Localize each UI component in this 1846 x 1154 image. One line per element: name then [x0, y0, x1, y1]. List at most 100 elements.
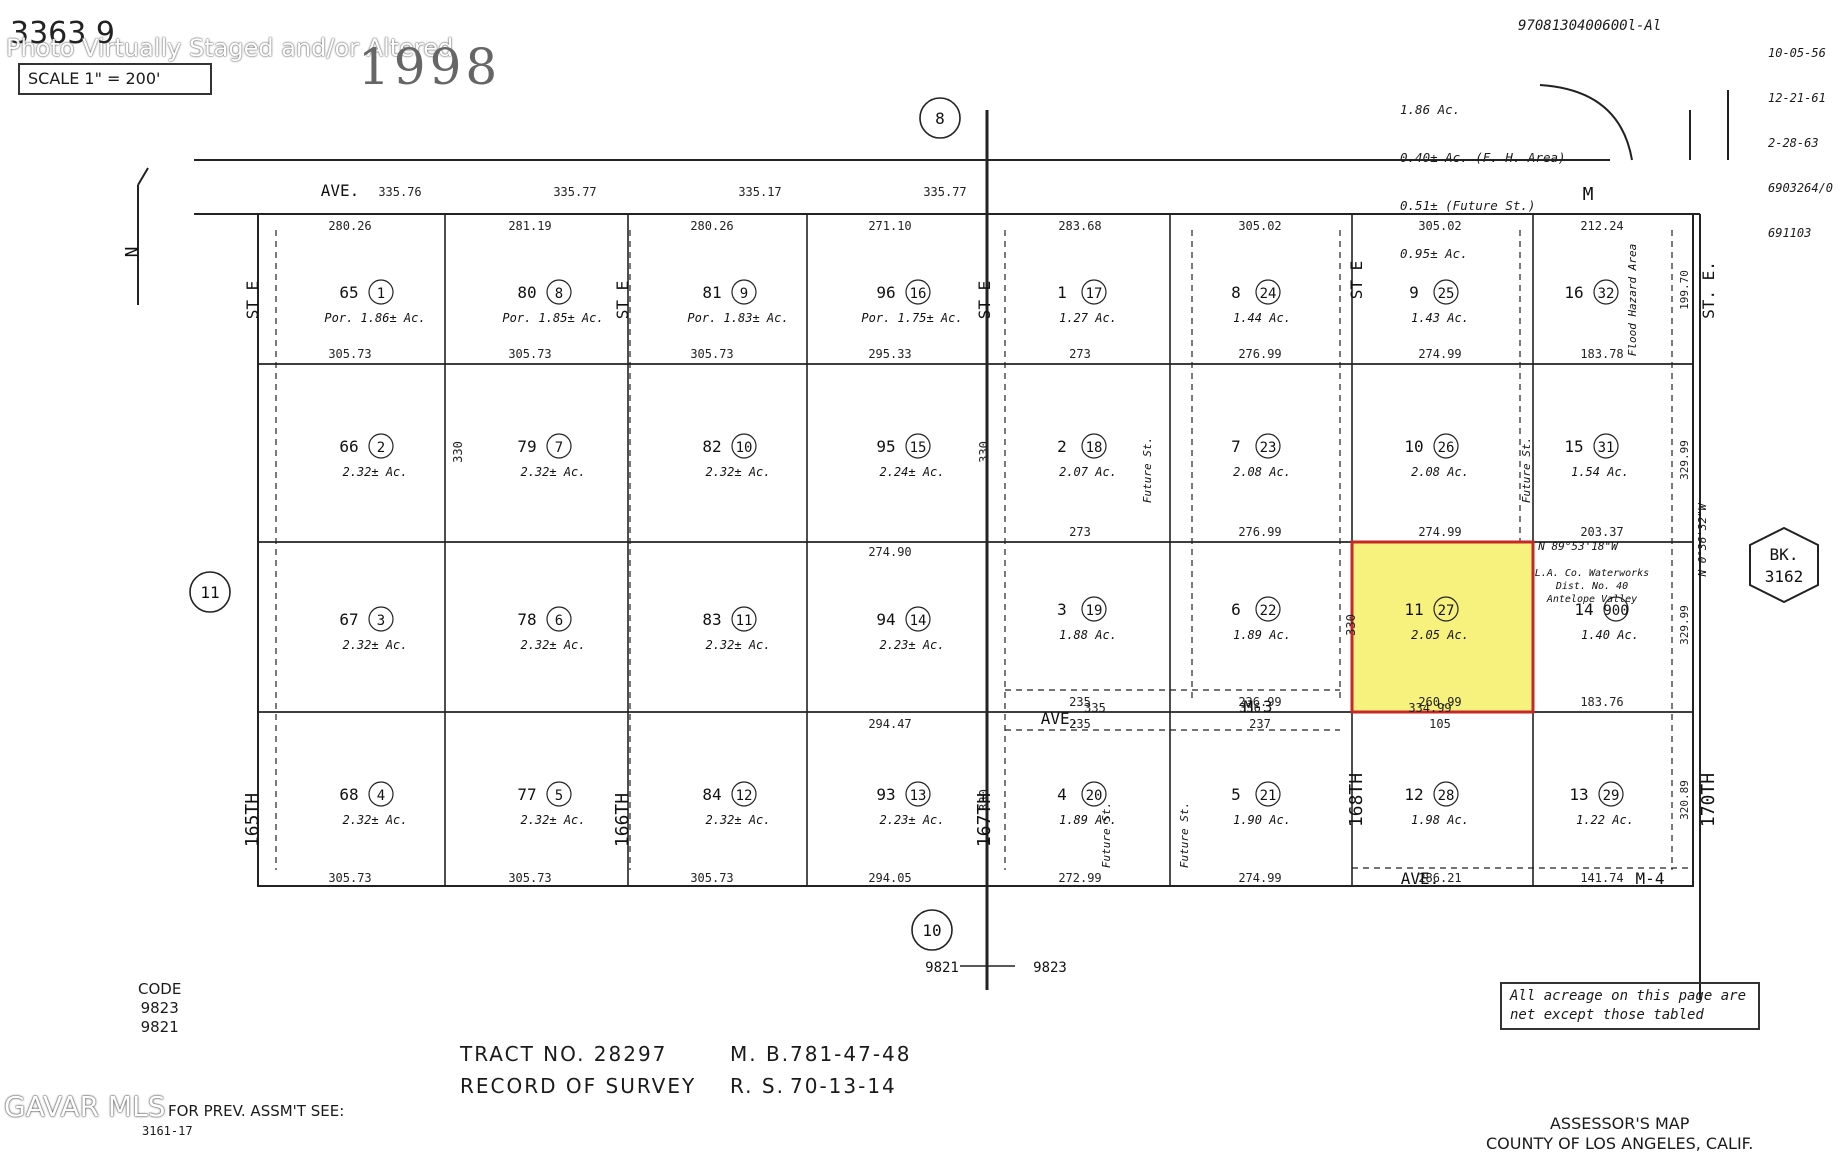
parcel-area: 1.89 Ac.: [1059, 813, 1117, 827]
top-reference-number: 9708130400600l-Al: [1518, 18, 1662, 34]
circle-top-label: 8: [935, 109, 945, 128]
street-m3-label: M-3: [1244, 697, 1273, 716]
row4-bottom-dimension: 305.73: [328, 871, 371, 885]
row1-bottom-dimension: 305.73: [690, 347, 733, 361]
row3-top-dimension: 274.90: [868, 545, 911, 559]
highlighted-parcel-fill[interactable]: [1350, 540, 1535, 714]
parcel-area: Por. 1.85± Ac.: [502, 311, 603, 325]
row4-top-dimension: 237: [1249, 717, 1271, 731]
map-year: 1998: [358, 38, 502, 96]
parcel-number-circle: [1255, 433, 1281, 459]
parcel-number-circle: [1598, 781, 1624, 807]
parcel-lot-number: 80: [517, 283, 536, 302]
parcel-area: 1.89 Ac.: [1233, 628, 1291, 642]
parcel-number: 26: [1438, 440, 1455, 456]
parcel-area: 2.08 Ac.: [1233, 465, 1291, 479]
parcel-number: 8: [555, 286, 563, 302]
parcel-area: 2.32± Ac.: [520, 638, 585, 652]
circle-left-label: 11: [200, 583, 219, 602]
parcel-lot-number: 3: [1057, 600, 1067, 619]
row2-bottom-dimension: 203.37: [1580, 525, 1623, 539]
parcel-number: 12: [736, 788, 753, 804]
parcel-area: 2.32± Ac.: [342, 813, 407, 827]
parcel-lot-number: 78: [517, 610, 536, 629]
waterworks-note: Dist. No. 40: [1555, 581, 1628, 592]
assessor-title: ASSESSOR'S MAP: [1549, 1114, 1690, 1133]
parcel-lot-number: 4: [1057, 785, 1067, 804]
book-ref-number: 3162: [1765, 567, 1804, 586]
avenue-top-label: AVE.: [321, 181, 360, 200]
parcel-number: 32: [1598, 286, 1615, 302]
parcel-lot-number: 83: [702, 610, 721, 629]
row2-bottom-dimension: 276.99: [1238, 525, 1281, 539]
parcel-area: Por. 1.86± Ac.: [324, 311, 425, 325]
avenue-dimension: 335: [1084, 701, 1106, 715]
future-street-label: Future St.: [1141, 437, 1154, 503]
parcel-area: 2.32± Ac.: [705, 465, 770, 479]
parcel-number-circle: [368, 279, 394, 305]
parcel-area: 2.32± Ac.: [705, 638, 770, 652]
map-linework: [137, 84, 1819, 1000]
parcel-area: 1.43 Ac.: [1411, 311, 1469, 325]
parcel-lot-number: 81: [702, 283, 721, 302]
parcel-area: 1.98 Ac.: [1411, 813, 1469, 827]
row1-top-dimension: 305.02: [1418, 219, 1461, 233]
parcel-area: Por. 1.75± Ac.: [861, 311, 962, 325]
parcel-number-circle: [1081, 279, 1107, 305]
row4-bottom-dimension: 294.05: [868, 871, 911, 885]
row4-bottom-dimension: 272.99: [1058, 871, 1101, 885]
st-e-label: ST E: [243, 281, 262, 320]
parcel-number-circle: [1255, 781, 1281, 807]
street-name-label: 165TH: [242, 793, 263, 847]
parcel-number-circle: [731, 433, 757, 459]
depth-dimension: 330: [977, 789, 991, 811]
parcel-lot-number: 11: [1404, 600, 1423, 619]
parcel-number: 22: [1260, 603, 1277, 619]
parcel-number: 1: [377, 286, 385, 302]
row1-top-dimension: 280.26: [690, 219, 733, 233]
parcel-lot-number: 65: [339, 283, 358, 302]
parcel-lot-number: 1: [1057, 283, 1067, 302]
parcel-number: 31: [1598, 440, 1615, 456]
previous-assessment-ref: 3161-17: [142, 1124, 193, 1138]
code-split-left: 9821: [925, 960, 959, 976]
mls-watermark: GAVAR MLS: [4, 1090, 166, 1123]
row1-top-dimension: 283.68: [1058, 219, 1101, 233]
parcel-number: 27: [1438, 603, 1455, 619]
code-value: 9821: [140, 1018, 179, 1036]
rs-label: R. S.: [730, 1074, 785, 1098]
parcel-lot-number: 5: [1231, 785, 1241, 804]
parcel-lot-number: 79: [517, 437, 536, 456]
code-value: 9823: [140, 999, 179, 1017]
parcel-lot-number: 77: [517, 785, 536, 804]
flood-hazard-label: Flood Hazard Area: [1626, 244, 1639, 357]
parcel-number: 3: [377, 613, 385, 629]
east-depth-dimension: 199.70: [1678, 270, 1691, 310]
parcel-number: 19: [1086, 603, 1103, 619]
parcel-area: 2.23± Ac.: [879, 638, 944, 652]
row1-bottom-dimension: 276.99: [1238, 347, 1281, 361]
row4-bottom-dimension: 305.73: [508, 871, 551, 885]
parcel-area: 2.07 Ac.: [1059, 465, 1117, 479]
parcel-number-circle: [368, 781, 394, 807]
revision-dates: 10-05-56 12-21-61 2-28-63 6903264/0 6911…: [1768, 16, 1833, 271]
parcel-number-circle: [546, 606, 572, 632]
parcel-lot-number: 16: [1564, 283, 1583, 302]
parcel-number: 28: [1438, 788, 1455, 804]
parcel-number-circle: [546, 781, 572, 807]
east-depth-dimension: 329.99: [1678, 605, 1691, 645]
